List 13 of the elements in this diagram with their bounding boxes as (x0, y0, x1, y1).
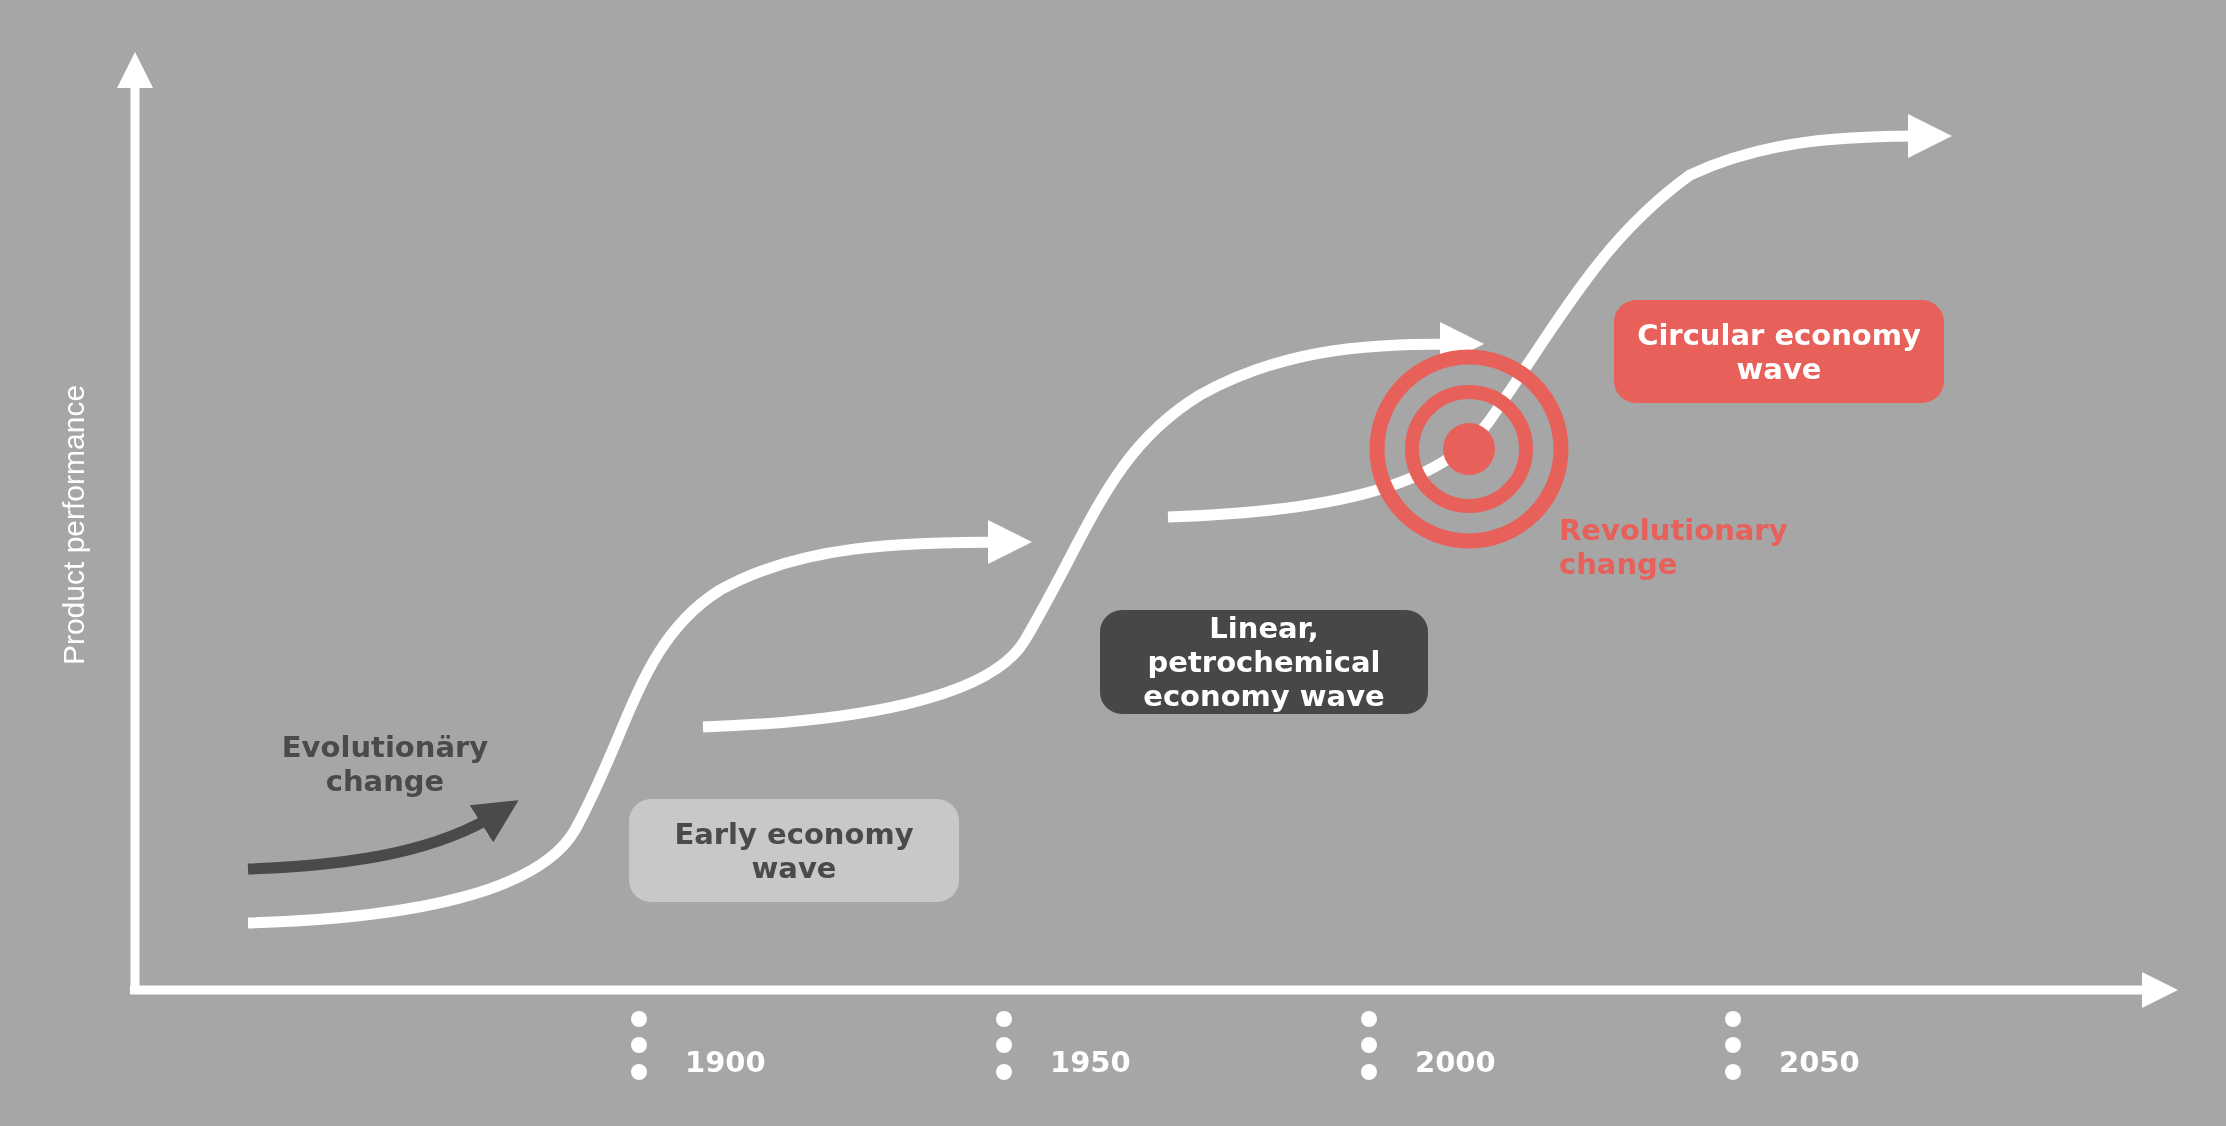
year-label: 2050 (1779, 1045, 1860, 1079)
wave-box (1100, 610, 1428, 714)
year-label: 1950 (1050, 1045, 1131, 1079)
year-label: 2000 (1415, 1045, 1496, 1079)
wave-label: Early economy wave (673, 816, 915, 885)
wave-box (1614, 300, 1944, 403)
wave-label: Circular economy wave (1636, 317, 1922, 386)
year-label: 1900 (685, 1045, 766, 1079)
wave-label: Linear, petrochemical economy wave (1142, 611, 1386, 713)
change-label: Revolutionary change (1559, 513, 1789, 581)
axis-title: Product performance (57, 384, 91, 666)
wave-box (629, 799, 959, 902)
change-label: Evolutionäry change (280, 730, 490, 798)
